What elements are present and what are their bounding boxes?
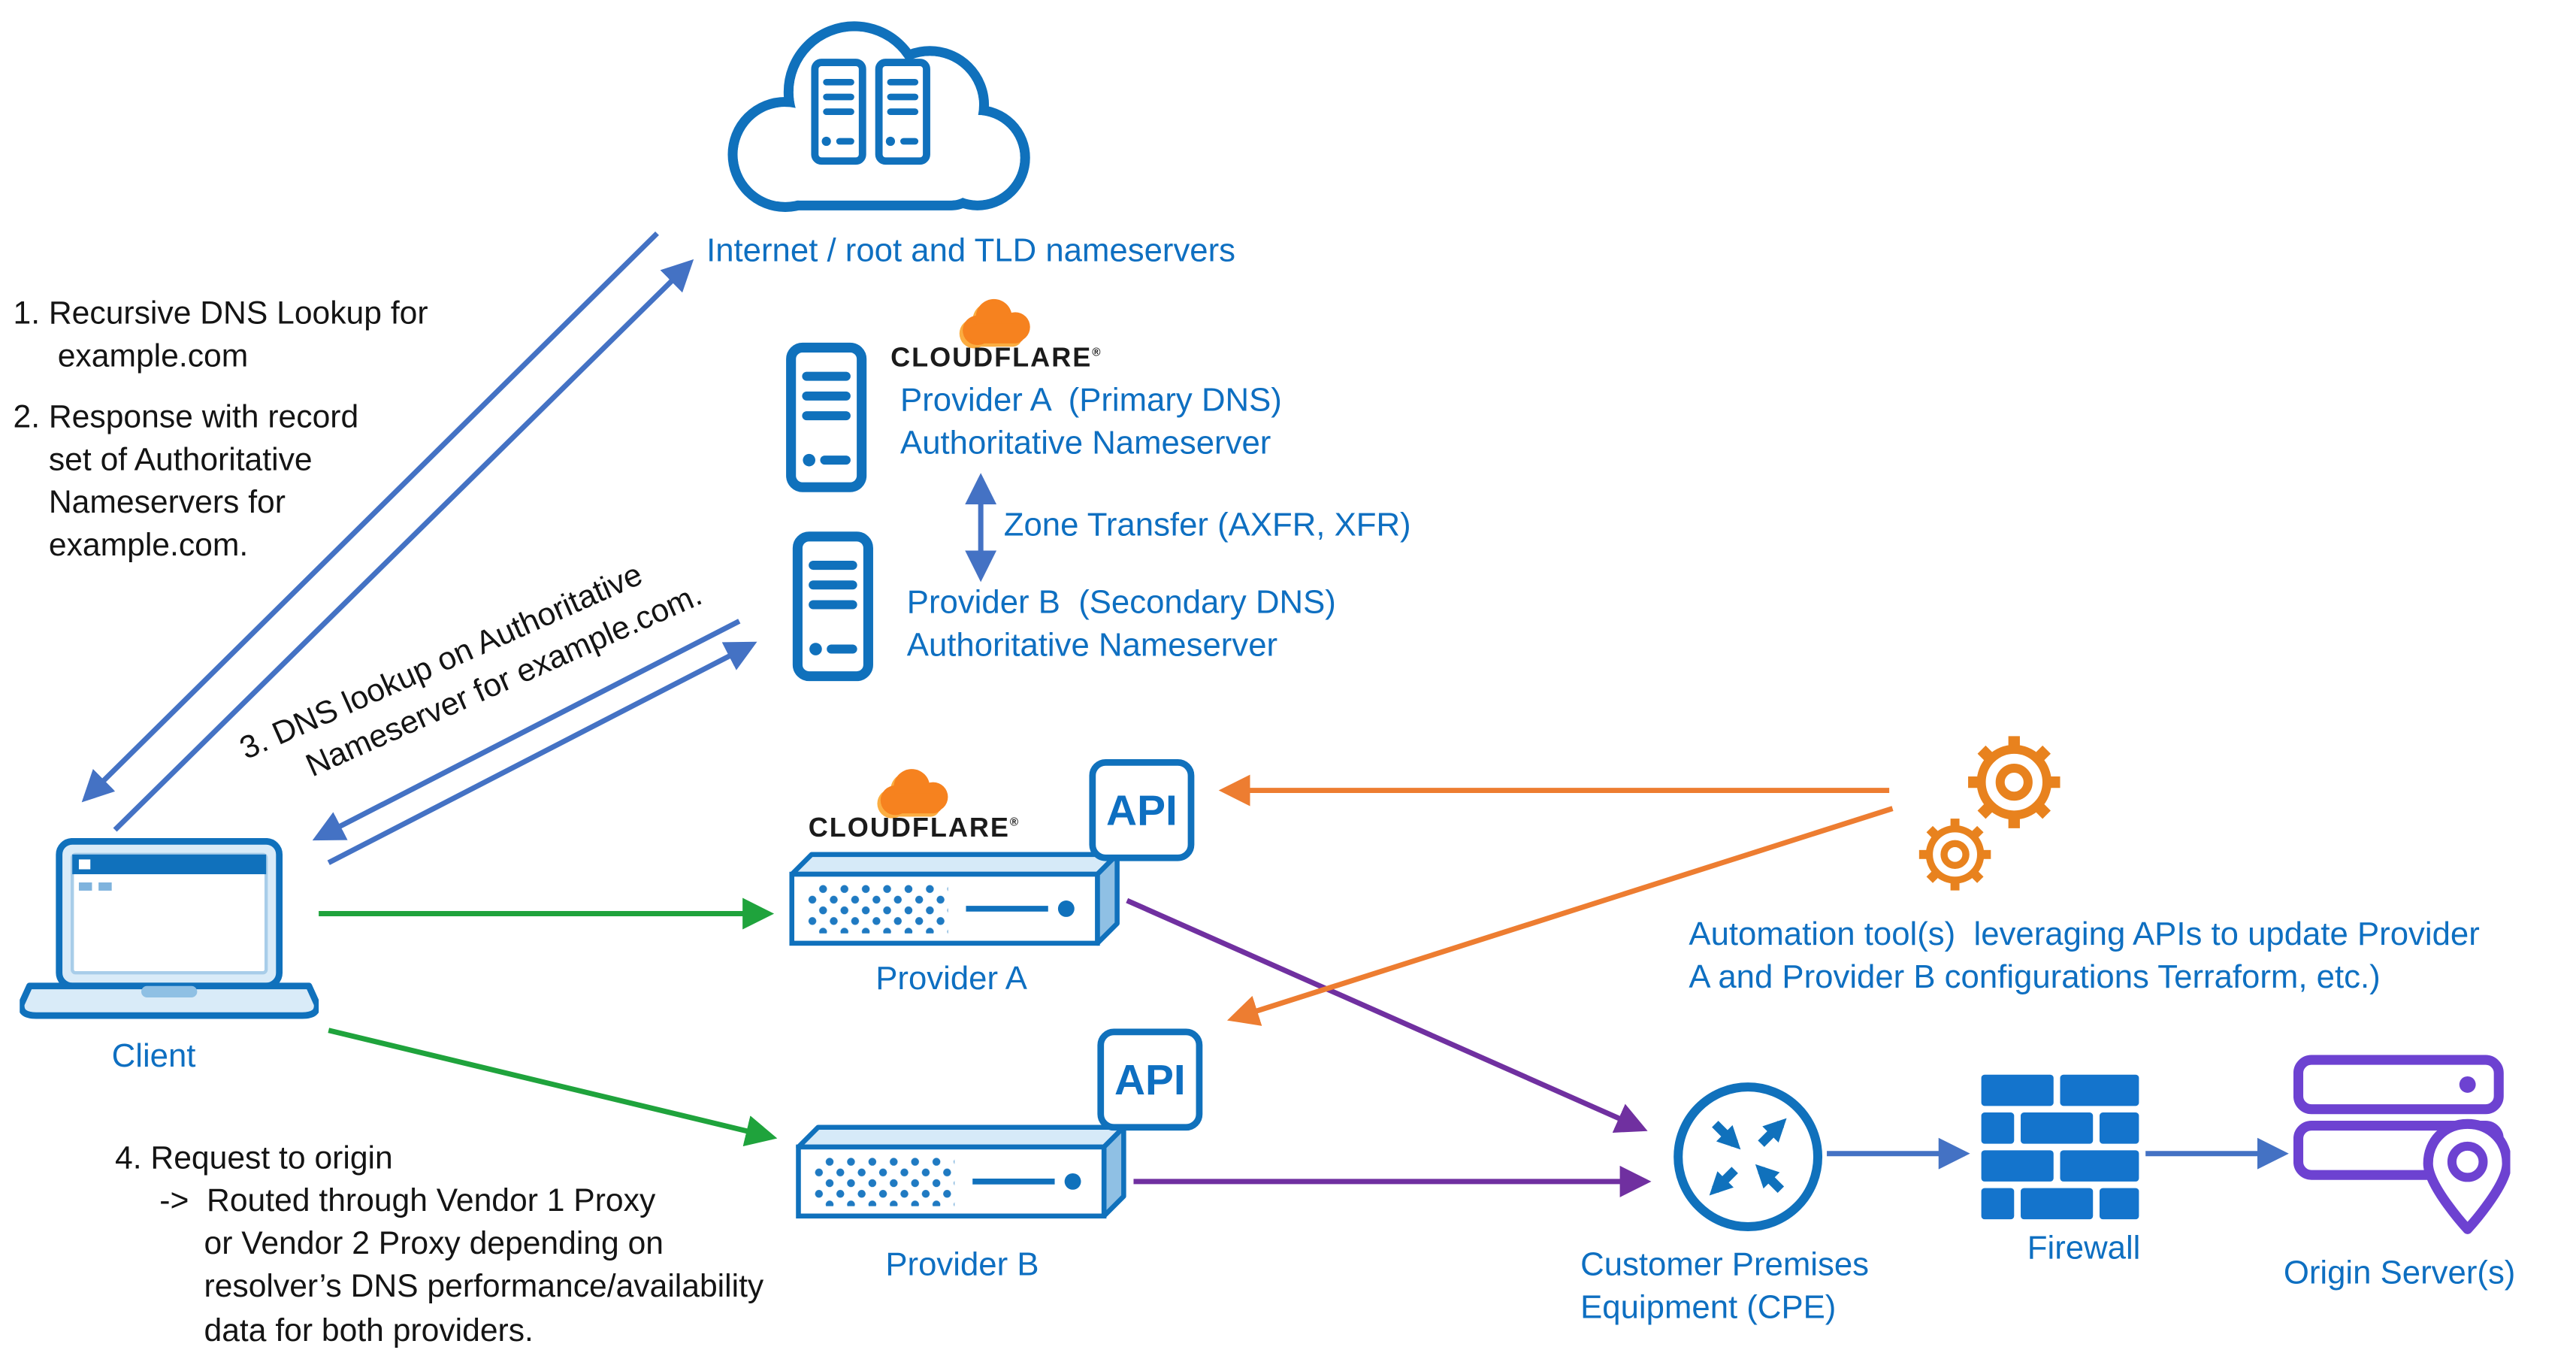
nameserver-b-icon [792, 531, 874, 690]
api-box-provider-b: API [1097, 1028, 1203, 1131]
cloudflare-wordmark: CLOUDFLARE® [808, 813, 1019, 843]
cpe-label: Customer Premises Equipment (CPE) [1580, 1247, 1870, 1326]
registered-mark: ® [1009, 817, 1019, 829]
cpe-arrows [1709, 1118, 1787, 1196]
internet-cloud-icon [727, 21, 1030, 213]
client-label: Client [111, 1038, 196, 1075]
nameserver-a-label: Provider A (Primary DNS) Authoritative N… [900, 383, 1282, 462]
origin-server-icon [2293, 1055, 2512, 1248]
nameserver-b-label: Provider B (Secondary DNS) Authoritative… [906, 585, 1336, 664]
step1-text: 1. Recursive DNS Lookup for example.com [13, 295, 428, 375]
cpe-icon [1669, 1078, 1827, 1244]
zone-transfer-label: Zone Transfer (AXFR, XFR) [1003, 507, 1411, 544]
root-servers-icon [811, 59, 930, 165]
arrow-client-to-provider-b [328, 1028, 778, 1147]
client-laptop-icon [17, 837, 321, 1031]
nameserver-a-icon [785, 342, 867, 501]
arrow-provider-a-to-cpe [1126, 897, 1648, 1133]
cloudflare-logo-proxy: CLOUDFLARE® [805, 766, 1022, 843]
proxy-a-label: Provider A [875, 961, 1027, 998]
registered-mark: ® [1092, 347, 1101, 359]
firewall-icon [1981, 1071, 2139, 1230]
cloudflare-wordmark: CLOUDFLARE® [890, 343, 1101, 374]
automation-gears-icon [1903, 730, 2073, 916]
internet-cloud-label: Internet / root and TLD nameservers [706, 233, 1236, 270]
origin-label: Origin Server(s) [2283, 1255, 2516, 1292]
proxy-b-appliance-icon [792, 1124, 1130, 1230]
location-pin-icon [2423, 1118, 2512, 1234]
api-box-provider-a: API [1089, 759, 1195, 861]
cloudflare-logo-nameserver: CLOUDFLARE® [887, 296, 1105, 373]
cloudflare-cloud-icon [959, 298, 1030, 349]
automation-label: Automation tool(s) leveraging APIs to up… [1689, 916, 2480, 995]
internet-cloud [695, 7, 1048, 237]
step4-text: 4. Request to origin -> Routed through V… [115, 1140, 764, 1348]
cloudflare-cloud-icon [877, 769, 948, 819]
proxy-a-appliance-icon [785, 851, 1123, 958]
step2-text: 2. Response with record set of Authorita… [13, 399, 359, 564]
proxy-b-label: Provider B [885, 1247, 1039, 1284]
firewall-label: Firewall [2027, 1230, 2141, 1267]
firewall-bricks [1981, 1074, 2139, 1220]
